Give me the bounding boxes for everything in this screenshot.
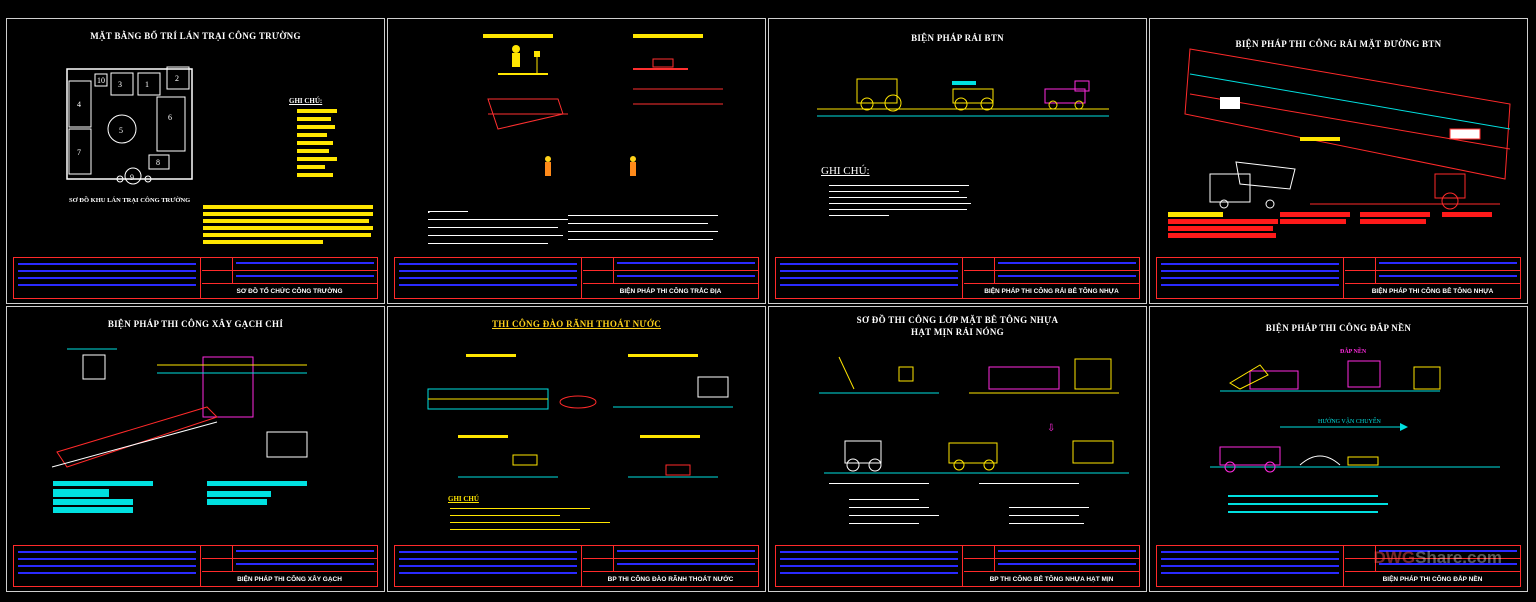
- title-block: SƠ ĐỒ TỔ CHỨC CÔNG TRƯỜNG: [13, 257, 378, 299]
- title-block: BIỆN PHÁP THI CÔNG RẢI BÊ TÔNG NHỰA: [775, 257, 1140, 299]
- sheet-title: MẶT BẰNG BỐ TRÍ LÁN TRẠI CÔNG TRƯỜNG: [90, 31, 301, 41]
- svg-text:⇩: ⇩: [1047, 423, 1055, 434]
- svg-text:8: 8: [156, 158, 160, 167]
- watermark: DWGShare.com: [1373, 548, 1502, 567]
- site-layout-diagram: 10 3 1 2 4 6 5 7 8 9: [66, 66, 193, 185]
- sheet-xay-gach: BIỆN PHÁP THI CÔNG XÂY GẠCH CHỈ BIỆN PHÁ…: [6, 306, 385, 592]
- sheet-title: BIỆN PHÁP RẢI BTN: [911, 33, 1004, 43]
- sheet-title: BIỆN PHÁP THI CÔNG XÂY GẠCH CHỈ: [107, 319, 284, 329]
- drawing-name: BIỆN PHÁP THI CÔNG BÊ TÔNG NHỰA: [1371, 288, 1494, 295]
- drawing-name: BIỆN PHÁP THI CÔNG TRẮC ĐỊA: [619, 288, 722, 295]
- drawing-name: BIỆN PHÁP THI CÔNG RẢI BÊ TÔNG NHỰA: [984, 288, 1119, 295]
- paving-diagram: [817, 78, 1109, 117]
- sheet-dao-ranh: THI CÔNG ĐÀO RÃNH THOÁT NƯỚC GHI CHÚ BP …: [387, 306, 766, 592]
- drawing-name: SƠ ĐỒ TỔ CHỨC CÔNG TRƯỜNG: [236, 288, 343, 295]
- title-block: BIỆN PHÁP THI CÔNG ĐẮP NỀN: [1156, 545, 1521, 587]
- sheet-trac-dia: BIỆN PHÁP THI CÔNG TRẮC ĐỊA: [387, 18, 766, 304]
- svg-text:3: 3: [118, 80, 122, 89]
- sheet-title: BIỆN PHÁP THI CÔNG RẢI MẶT ĐƯỜNG BTN: [1235, 39, 1442, 49]
- svg-text:5: 5: [119, 126, 123, 135]
- drawing-name: BP THI CÔNG BÊ TÔNG NHỰA HẠT MỊN: [989, 576, 1114, 583]
- drawing-name: BIỆN PHÁP THI CÔNG ĐẮP NỀN: [1382, 576, 1483, 583]
- title-block: BP THI CÔNG BÊ TÔNG NHỰA HẠT MỊN: [775, 545, 1140, 587]
- embankment-diagram: [1210, 360, 1500, 473]
- svg-text:7: 7: [77, 148, 81, 157]
- svg-text:6: 6: [168, 113, 172, 122]
- sheet-lan-trai: MẶT BẰNG BỐ TRÍ LÁN TRẠI CÔNG TRƯỜNG 10 …: [6, 18, 385, 304]
- note-heading: GHI CHÚ:: [289, 97, 323, 105]
- sheet-title: THI CÔNG ĐÀO RÃNH THOÁT NƯỚC: [492, 319, 661, 329]
- road-paving-diagram: [1184, 48, 1511, 210]
- subtitle: SƠ ĐỒ KHU LÁN TRẠI CÔNG TRƯỜNG: [69, 197, 191, 204]
- sheet-title: SƠ ĐỒ THI CÔNG LỚP MẶT BÊ TÔNG NHỰA: [856, 315, 1059, 325]
- svg-text:1: 1: [145, 80, 149, 89]
- survey-diagram: [483, 34, 723, 176]
- sheet-rai-btn: BIỆN PHÁP RẢI BTN GHI CHÚ: BIỆN PHÁP THI…: [768, 18, 1147, 304]
- drawing-name: BIỆN PHÁP THI CÔNG XÂY GẠCH: [237, 576, 342, 583]
- hot-mix-diagram: ⇩: [819, 356, 1129, 474]
- box-label: 10: [97, 76, 105, 85]
- sheet-be-tong-nhua-hat-min: SƠ ĐỒ THI CÔNG LỚP MẶT BÊ TÔNG NHỰA HẠT …: [768, 306, 1147, 592]
- brick-laying-diagram: [51, 348, 308, 468]
- title-block: BP THI CÔNG ĐÀO RÃNH THOÁT NƯỚC: [394, 545, 759, 587]
- drawing-name: BP THI CÔNG ĐÀO RÃNH THOÁT NƯỚC: [607, 576, 734, 583]
- sheet-mat-duong-btn: BIỆN PHÁP THI CÔNG RẢI MẶT ĐƯỜNG BTN BIỆ…: [1149, 18, 1528, 304]
- svg-text:4: 4: [77, 100, 81, 109]
- sheet-title-2: HẠT MỊN RẢI NÓNG: [911, 327, 1004, 337]
- title-block: BIỆN PHÁP THI CÔNG XÂY GẠCH: [13, 545, 378, 587]
- svg-text:2: 2: [175, 74, 179, 83]
- sheet-dap-nen: BIỆN PHÁP THI CÔNG ĐẮP NỀN ĐẮP NỀN HƯỚNG…: [1149, 306, 1528, 592]
- note-heading: GHI CHÚ: [448, 495, 479, 503]
- label-huong-van-chuyen: HƯỚNG VẬN CHUYỂN: [1318, 419, 1381, 425]
- note-heading: GHI CHÚ:: [821, 165, 870, 177]
- sheet-title: BIỆN PHÁP THI CÔNG ĐẮP NỀN: [1265, 323, 1412, 333]
- drainage-diagram: [427, 354, 733, 478]
- label-dap-nen: ĐẮP NỀN: [1340, 349, 1367, 355]
- title-block: BIỆN PHÁP THI CÔNG BÊ TÔNG NHỰA: [1156, 257, 1521, 299]
- title-block: BIỆN PHÁP THI CÔNG TRẮC ĐỊA: [394, 257, 759, 299]
- svg-text:9: 9: [130, 173, 134, 182]
